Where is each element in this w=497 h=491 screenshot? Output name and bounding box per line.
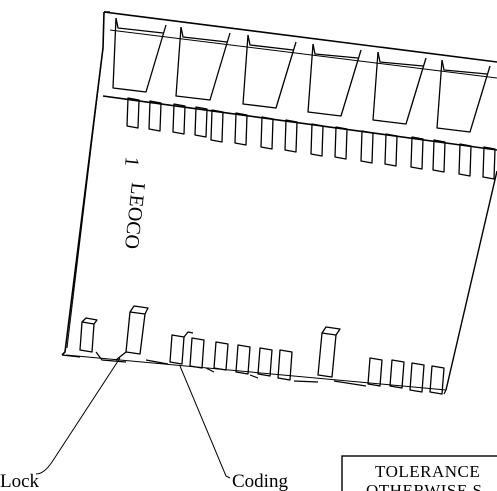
connector-housing (61, 11, 497, 395)
housing-base-ledge (61, 351, 447, 395)
coding-label: Coding (232, 471, 288, 491)
coding-leader-line (179, 365, 231, 479)
brand-marking: LEOCO (120, 181, 149, 250)
tolerance-line-1: TOLERANCE (375, 462, 480, 481)
tolerance-line-2: OTHERWISE S (366, 481, 482, 491)
upper-pin-row (126, 97, 496, 180)
lock-leader-line (35, 357, 121, 475)
tolerance-box: TOLERANCE OTHERWISE S (341, 455, 497, 491)
lock-label: Lock (0, 471, 40, 491)
housing-top-rim (103, 11, 497, 63)
housing-left-side (61, 11, 110, 356)
lock-tab (125, 311, 146, 355)
housing-front-bottom-edge (65, 354, 447, 391)
pin-one-marker: 1 (120, 155, 143, 167)
lower-pin-row (79, 305, 445, 395)
housing-front-top-edge (102, 95, 497, 151)
contact-cavities (112, 17, 491, 133)
